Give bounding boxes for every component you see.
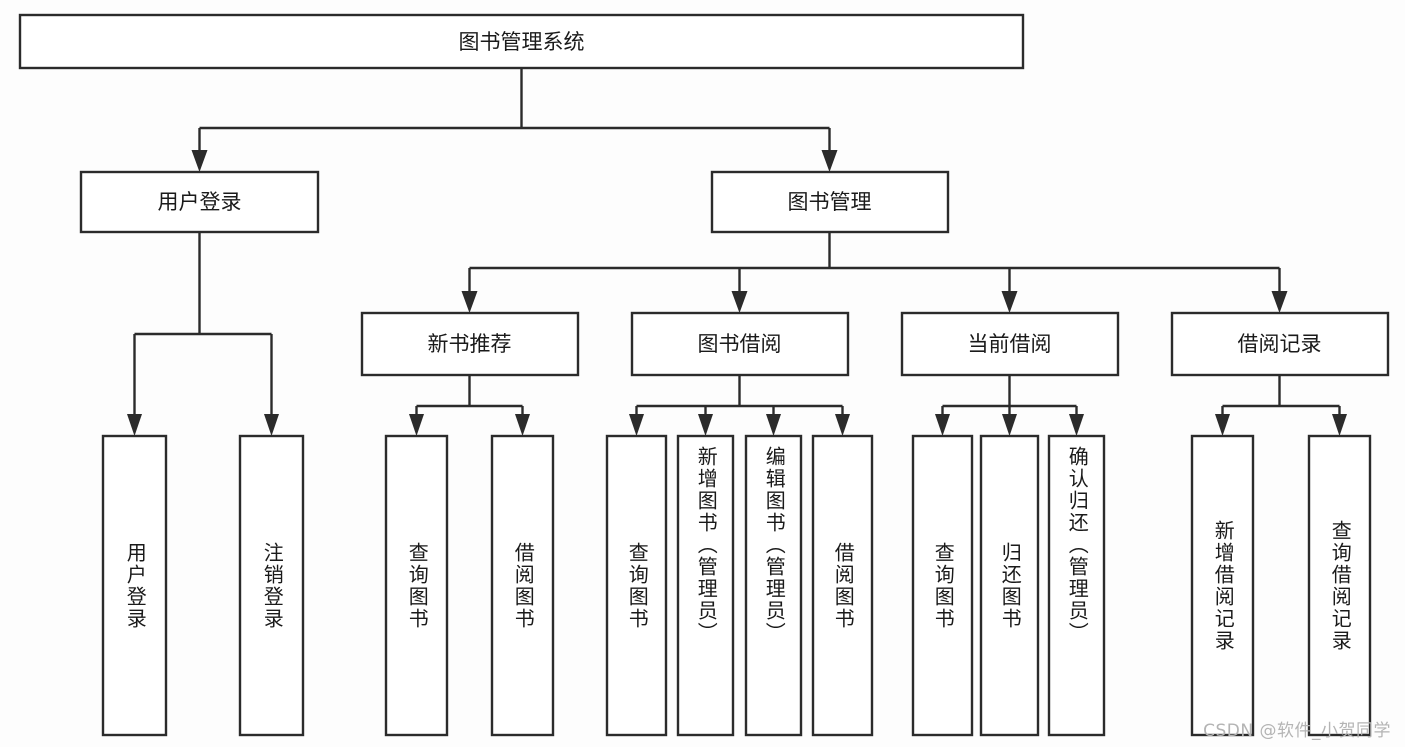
arrow-head-new-book-leaf2 (515, 414, 530, 436)
node-leaf-cb-return-book-box[interactable] (979, 434, 1040, 737)
node-current-borrow-label: 当前借阅 (968, 332, 1052, 356)
node-leaf-cb-query-book-box[interactable] (911, 434, 974, 737)
node-leaf-bb-query-book-box[interactable] (605, 434, 668, 737)
arrow-head-book-borrow-leaf2 (698, 414, 713, 436)
node-layer: 图书管理系统 用户登录 图书管理 新书推荐 图书借阅 当前借阅 借阅记录 (18, 13, 1390, 737)
arrow-head-current-borrow (1001, 291, 1018, 313)
arrow-head-user-login (191, 150, 208, 172)
node-leaf-logout-box[interactable] (238, 434, 305, 737)
node-leaf-bb-edit-book-box[interactable] (744, 434, 803, 737)
arrow-head-user-login-leaf1 (127, 414, 142, 436)
node-leaf-bb-add-book-box[interactable] (676, 434, 735, 737)
arrow-head-book-borrow (731, 291, 748, 313)
node-root-box[interactable] (18, 13, 1025, 70)
node-user-login-box[interactable] (79, 170, 320, 234)
node-new-book-box[interactable] (360, 311, 580, 377)
node-borrow-record-box[interactable] (1170, 311, 1390, 377)
node-leaf-bb-borrow-book-box[interactable] (811, 434, 874, 737)
arrow-head-current-borrow-leaf1 (935, 414, 950, 436)
arrow-head-book-borrow-leaf1 (629, 414, 644, 436)
watermark-text: CSDN @软件_小贺同学 (1203, 721, 1391, 741)
node-current-borrow-box[interactable] (900, 311, 1120, 377)
arrow-head-new-book-leaf1 (409, 414, 424, 436)
arrow-head-current-borrow-leaf2 (1002, 414, 1017, 436)
arrow-head-borrow-record-leaf1 (1215, 414, 1230, 436)
arrow-head-user-login-leaf2 (264, 414, 279, 436)
arrow-head-book-manage (821, 150, 838, 172)
arrow-head-borrow-record (1271, 291, 1288, 313)
arrow-head-borrow-record-leaf2 (1332, 414, 1347, 436)
node-user-login-label: 用户登录 (158, 190, 242, 214)
node-borrow-record-label: 借阅记录 (1238, 332, 1322, 356)
node-leaf-br-add-record-box[interactable] (1190, 434, 1255, 737)
node-root-label: 图书管理系统 (459, 30, 585, 54)
node-book-borrow-box[interactable] (630, 311, 850, 377)
node-book-manage-label: 图书管理 (788, 190, 872, 214)
node-leaf-nb-query-book-box[interactable] (384, 434, 449, 737)
arrow-head-current-borrow-leaf3 (1069, 414, 1084, 436)
node-leaf-user-login-box[interactable] (101, 434, 168, 737)
connector-layer (127, 68, 1347, 436)
node-new-book-label: 新书推荐 (428, 332, 512, 356)
node-book-manage-box[interactable] (710, 170, 950, 234)
arrow-head-book-borrow-leaf3 (766, 414, 781, 436)
node-leaf-br-query-record-box[interactable] (1307, 434, 1372, 737)
node-book-borrow-label: 图书借阅 (698, 332, 782, 356)
arrow-head-book-borrow-leaf4 (835, 414, 850, 436)
arrow-head-new-book (461, 291, 478, 313)
node-leaf-cb-confirm-return-box[interactable] (1047, 434, 1106, 737)
node-leaf-nb-borrow-book-box[interactable] (490, 434, 555, 737)
